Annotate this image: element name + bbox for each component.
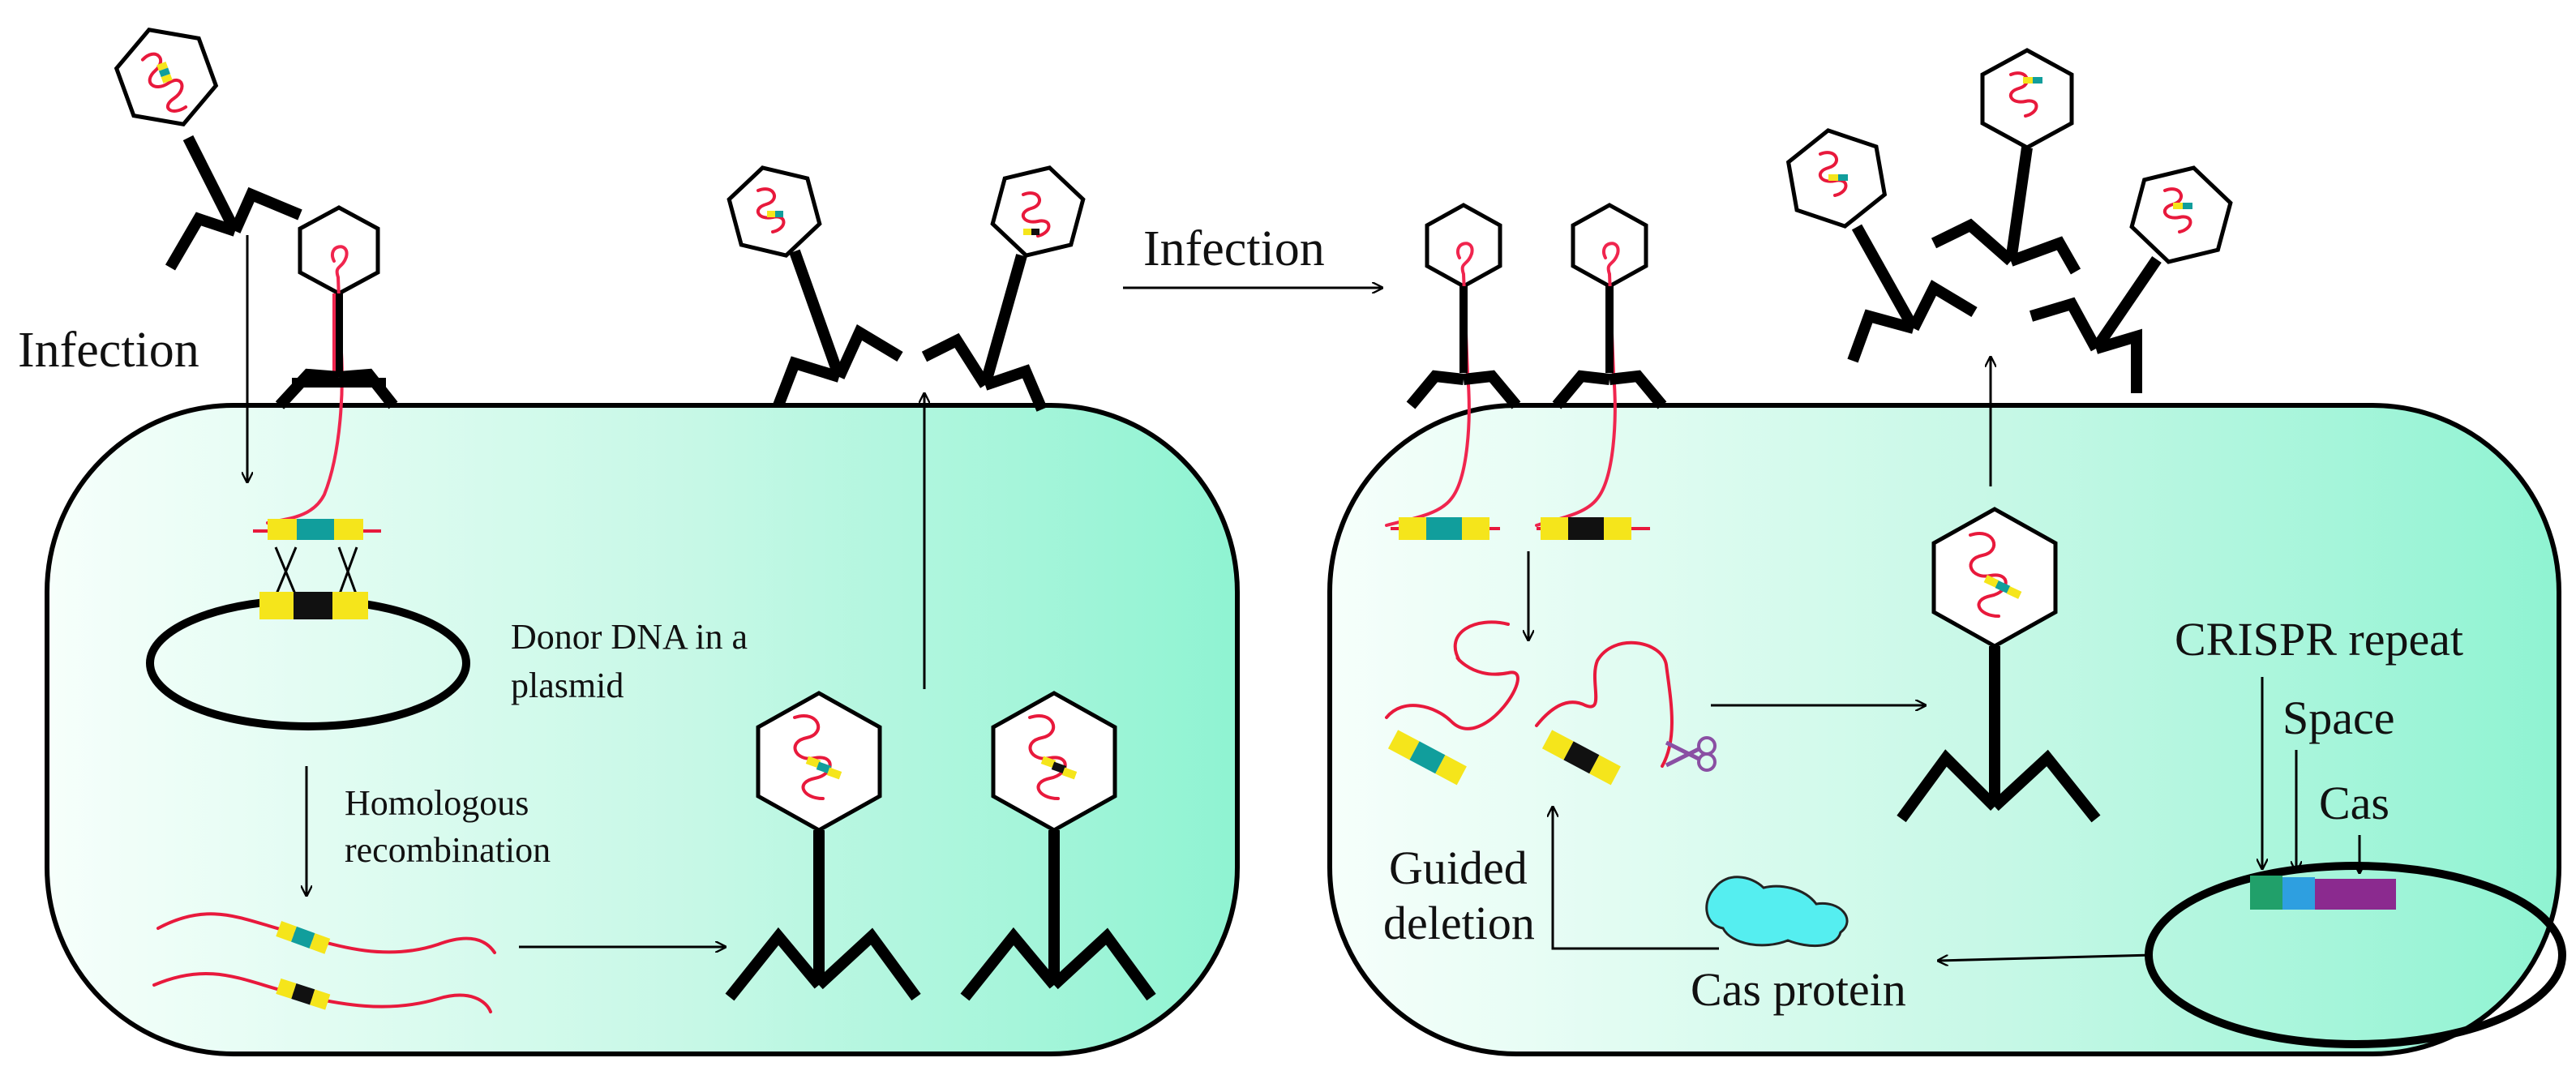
donor-dna-label-2: plasmid	[511, 666, 624, 705]
injected-dna-with-marker	[253, 519, 381, 540]
infection-label-top: Infection	[1143, 221, 1325, 276]
arrow-guided-deletion	[1553, 807, 1719, 950]
bacteriophage-icon	[1897, 507, 2101, 823]
crispr-repeat-label: CRISPR repeat	[2175, 613, 2463, 666]
cas-label: Cas	[2319, 777, 2390, 829]
scissors-icon	[1665, 736, 1717, 772]
donor-dna-label: Donor DNA in a	[511, 617, 748, 657]
recombined-phage-genomes	[152, 912, 496, 1013]
left-bacterial-cell	[45, 403, 1240, 1056]
recombination-label: recombination	[345, 830, 551, 870]
bacteriophage-icon	[921, 165, 1086, 412]
homologous-label: Homologous	[345, 783, 529, 823]
arrow-cas-protein	[1938, 953, 2154, 961]
guided-label: Guided	[1389, 842, 1528, 894]
bacteriophage-icon	[960, 691, 1156, 1001]
deletion-label: deletion	[1383, 897, 1535, 949]
bacteriophage-icon	[1385, 203, 1521, 527]
bacteriophage-icon	[725, 691, 921, 1001]
cas-protein-icon	[1705, 876, 1849, 948]
infection-label-left: Infection	[18, 323, 199, 378]
bacteriophage-icon	[266, 205, 398, 525]
bacteriophage-icon	[114, 28, 302, 271]
space-label: Space	[2282, 692, 2395, 744]
bacteriophage-icon	[727, 165, 903, 408]
crossover-marks	[274, 546, 358, 597]
cleaved-genomes	[1385, 620, 1674, 786]
bacteriophage-icon	[1785, 128, 1978, 363]
injected-dna-right	[1391, 517, 1650, 540]
bacteriophage-icon	[1535, 203, 1667, 527]
bacteriophage-icon	[1931, 48, 2081, 275]
cas-protein-label: Cas protein	[1691, 963, 1906, 1016]
plasmid-icon	[146, 592, 470, 730]
bacteriophage-icon	[2029, 165, 2233, 393]
